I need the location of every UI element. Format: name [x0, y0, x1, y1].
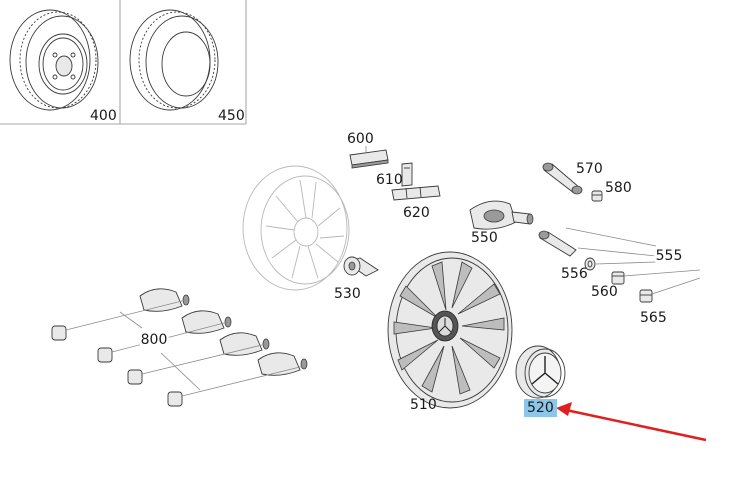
valve-555-icon[interactable]: [538, 230, 577, 257]
label-565[interactable]: 565: [640, 310, 667, 326]
leader-lines-555: [565, 227, 701, 295]
label-560[interactable]: 560: [591, 284, 618, 300]
wheel-400-icon[interactable]: [9, 9, 99, 111]
label-610[interactable]: 610: [376, 172, 403, 188]
weight-600-icon[interactable]: [349, 149, 389, 169]
pointer-arrow: [556, 402, 707, 442]
emblem-520-icon[interactable]: [515, 345, 566, 399]
label-620[interactable]: 620: [403, 205, 430, 221]
alloy-wheel-ghost-icon: [242, 165, 350, 291]
cap-580-icon[interactable]: [591, 190, 603, 202]
label-570[interactable]: 570: [576, 161, 603, 177]
label-600[interactable]: 600: [347, 131, 374, 147]
cap-565-icon[interactable]: [639, 289, 653, 303]
valve-570-icon[interactable]: [542, 162, 583, 195]
hubcap-510-icon[interactable]: [387, 251, 513, 409]
washer-556-icon[interactable]: [584, 257, 596, 271]
thumbnail-frames: [0, 0, 247, 125]
sensor-550-icon[interactable]: [469, 200, 534, 230]
label-510[interactable]: 510: [410, 397, 437, 413]
clip-610-icon[interactable]: [401, 162, 413, 187]
bolt-530-icon[interactable]: [343, 256, 379, 277]
sensor-kit-800[interactable]: [51, 288, 308, 407]
weight-620-icon[interactable]: [391, 185, 441, 201]
label-556[interactable]: 556: [561, 266, 588, 282]
nut-560-icon[interactable]: [611, 271, 625, 285]
label-800[interactable]: 800: [139, 325, 169, 355]
label-580[interactable]: 580: [605, 180, 632, 196]
label-550[interactable]: 550: [471, 230, 498, 246]
label-555[interactable]: 555: [654, 241, 684, 271]
label-520-highlighted[interactable]: 520: [524, 399, 557, 417]
tyre-450-icon[interactable]: [129, 9, 219, 111]
label-530[interactable]: 530: [334, 286, 361, 302]
label-400[interactable]: 400: [90, 108, 117, 124]
label-450[interactable]: 450: [218, 108, 245, 124]
